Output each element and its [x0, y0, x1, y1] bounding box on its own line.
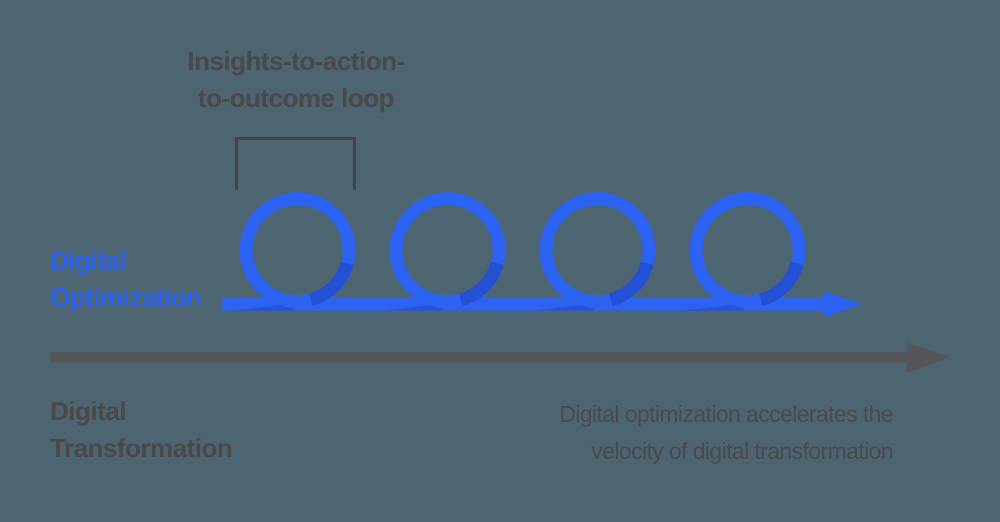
loop-twist-shade	[308, 261, 354, 307]
loop-shadow-wedge	[385, 303, 444, 311]
digital-transformation-line1: Digital	[50, 396, 126, 426]
loop-twist-shade	[608, 261, 654, 307]
loop-bracket-icon	[235, 137, 356, 190]
caption-line2: velocity of digital transformation	[591, 438, 893, 464]
loop-circle-1	[239, 192, 356, 308]
loop-circle-3	[539, 192, 656, 308]
loop-annotation-label: Insights-to-action- to-outcome loop	[96, 43, 496, 117]
loop-shadow-wedge	[685, 303, 744, 311]
caption-line1: Digital optimization accelerates the	[559, 401, 893, 427]
acceleration-caption: Digital optimization accelerates the vel…	[559, 396, 893, 470]
loop-twist-shade	[758, 261, 804, 307]
loop-annotation-line2: to-outcome loop	[197, 83, 395, 113]
optimization-arrowhead-icon	[823, 290, 863, 318]
loop-annotation-line1: Insights-to-action-	[187, 46, 405, 76]
digital-optimization-label: Digital Optimization	[50, 242, 202, 316]
loop-shadow-wedge	[235, 303, 294, 311]
digital-transformation-line2: Transformation	[50, 433, 233, 463]
loop-circle-2	[389, 192, 506, 308]
digital-transformation-label: Digital Transformation	[50, 393, 233, 467]
loop-shadow-wedge	[535, 303, 594, 311]
optimization-line	[222, 297, 823, 311]
transformation-arrowhead-icon	[907, 342, 951, 373]
digital-optimization-line2: Optimization	[50, 282, 202, 312]
loop-circle-4	[689, 192, 806, 308]
digital-optimization-line1: Digital	[50, 245, 126, 275]
loop-twist-shade	[458, 261, 504, 307]
transformation-line	[50, 352, 907, 363]
